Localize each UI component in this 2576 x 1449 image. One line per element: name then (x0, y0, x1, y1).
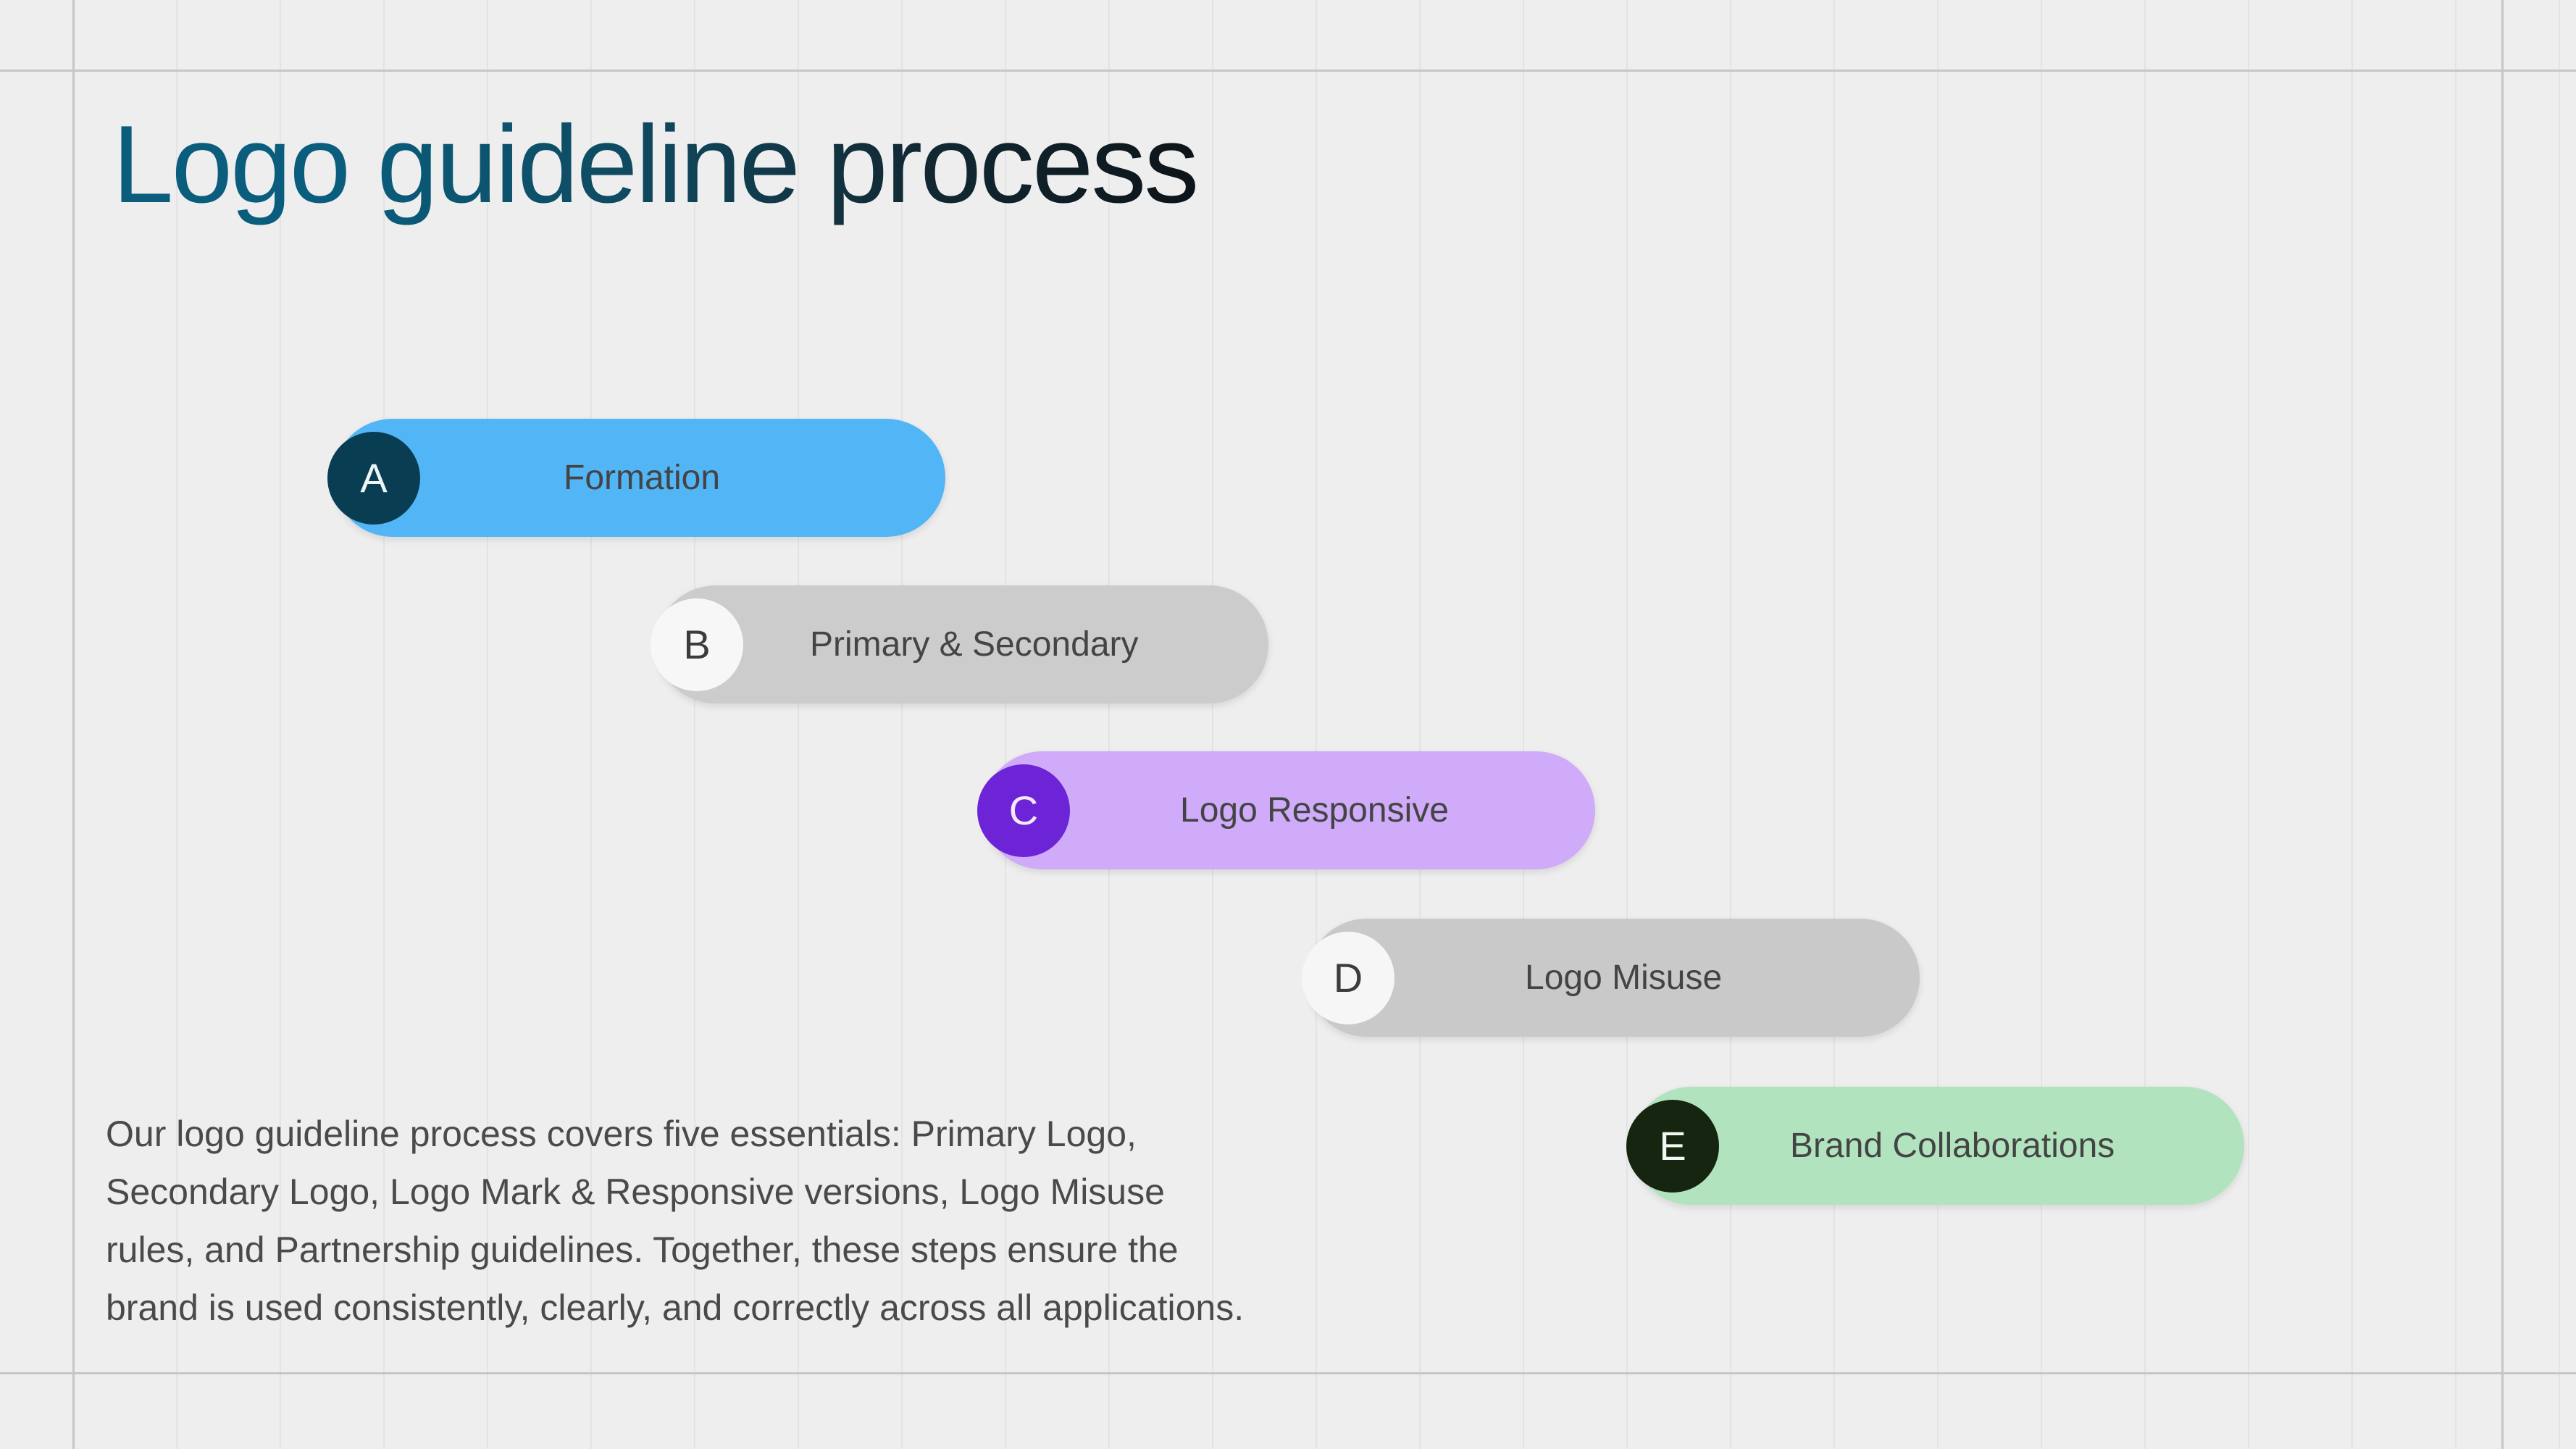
step-label-c: Logo Responsive (1180, 791, 1449, 830)
grid-column-line (1937, 0, 1939, 1449)
step-pill-c[interactable]: C Logo Responsive (977, 751, 1595, 869)
step-pill-d[interactable]: D Logo Misuse (1302, 919, 1920, 1037)
grid-column-line (2455, 0, 2456, 1449)
step-badge-d: D (1302, 931, 1394, 1024)
step-badge-a: A (327, 431, 420, 525)
grid-column-line (2351, 0, 2353, 1449)
grid-column-line (2041, 0, 2042, 1449)
grid-column-line (1523, 0, 1524, 1449)
page-title: Logo guideline process (112, 101, 1199, 228)
step-label-d: Logo Misuse (1525, 959, 1723, 997)
description-line: Our logo guideline process covers five e… (106, 1114, 1137, 1154)
step-pill-a[interactable]: A Formation (327, 419, 945, 537)
step-badge-e: E (1626, 1099, 1719, 1193)
step-label-e: Brand Collaborations (1790, 1127, 2115, 1165)
grid-column-line (1833, 0, 1835, 1449)
frame-right-rule (2501, 0, 2504, 1449)
step-pill-e[interactable]: E Brand Collaborations (1626, 1087, 2244, 1205)
step-label-b: Primary & Secondary (810, 625, 1139, 664)
grid-column-line (1316, 0, 1317, 1449)
grid-column-line (2248, 0, 2249, 1449)
frame-left-rule (72, 0, 75, 1449)
step-pill-b[interactable]: B Primary & Secondary (651, 585, 1268, 703)
frame-bottom-rule (0, 1372, 2576, 1374)
description-line: rules, and Partnership guidelines. Toget… (106, 1229, 1179, 1270)
frame-top-rule (0, 70, 2576, 72)
grid-column-line (2144, 0, 2146, 1449)
description-paragraph: Our logo guideline process covers five e… (106, 1105, 1265, 1337)
grid-column-line (1730, 0, 1731, 1449)
grid-column-line (2559, 0, 2560, 1449)
step-badge-b: B (651, 598, 743, 691)
description-line: brand is used consistently, clearly, and… (106, 1287, 1245, 1328)
step-label-a: Formation (564, 459, 721, 497)
step-badge-c: C (977, 764, 1070, 857)
grid-column-line (1419, 0, 1421, 1449)
grid-column-line (1626, 0, 1628, 1449)
description-line: Secondary Logo, Logo Mark & Responsive v… (106, 1172, 1165, 1212)
